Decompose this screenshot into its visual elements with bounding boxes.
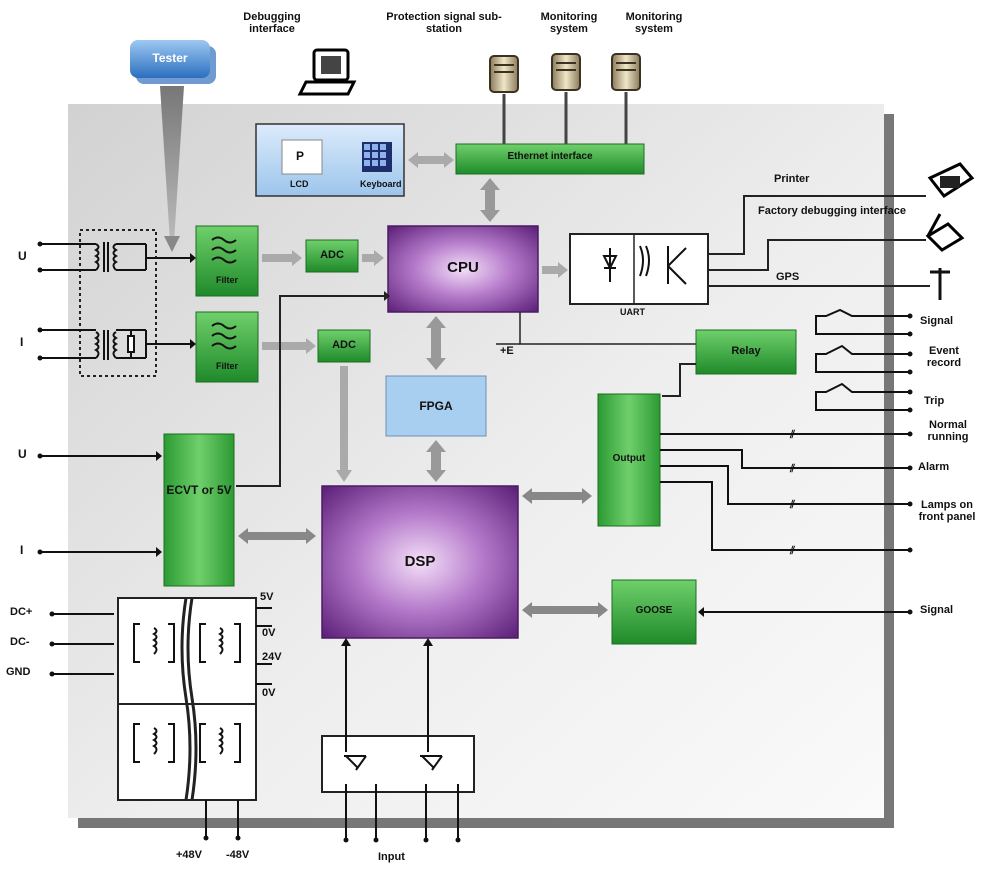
cpu-block: [387, 225, 539, 313]
lamps-label: Lamps on front panel: [918, 499, 976, 523]
protection-signal-label: Protection signal sub-station: [386, 11, 502, 35]
ethernet-interface-box: [455, 143, 645, 175]
svg-text:⫽: ⫽: [789, 463, 796, 475]
gps-label: GPS: [776, 271, 800, 283]
transformer-i-icon: [40, 329, 190, 360]
keyboard-label: Keyboard: [360, 179, 402, 189]
tester-beam-tip: [164, 236, 180, 252]
arrow-ecvt-dsp: [238, 528, 316, 544]
optocoupler-icon: [602, 245, 687, 285]
lcd-screen-text: P: [296, 149, 305, 163]
uart-label: UART: [620, 307, 645, 317]
ethernet-interface-label: Ethernet interface: [507, 151, 593, 162]
signal-top-label: Signal: [920, 315, 954, 327]
dsp-block: [321, 485, 519, 639]
gps-antenna-icon: [930, 268, 950, 300]
goose-block: [611, 579, 697, 645]
transformer-u-icon: [40, 242, 190, 272]
alarm-label: Alarm: [918, 461, 950, 473]
plus-48v-label: +48V: [176, 849, 202, 861]
arrow-fpga-dsp: [426, 440, 446, 482]
fpga-block: [385, 375, 487, 437]
filter-wave-icon-2: [211, 322, 237, 350]
event-record-label: Event record: [926, 345, 962, 369]
plus-e-label: +E: [500, 345, 514, 357]
svg-text:⫽: ⫽: [789, 429, 796, 441]
filter-1-label: Filter: [215, 275, 238, 285]
factory-debugging-label: Factory debugging interface: [758, 205, 906, 217]
relay-contacts: [815, 308, 910, 411]
arrow-dsp-goose: [522, 602, 608, 618]
keyboard-icon: [362, 142, 392, 172]
arrow-ethernet-cpu: [480, 178, 500, 222]
i-bottom-label: I: [20, 543, 24, 557]
monitoring-system-1-label: Monitoring system: [540, 11, 598, 35]
gnd-label: GND: [6, 666, 31, 678]
dc-minus-label: DC-: [10, 636, 30, 648]
lcd-label: LCD: [290, 179, 309, 189]
5v-label: 5V: [260, 591, 274, 603]
svg-text:⫽: ⫽: [789, 499, 796, 511]
svg-text:⫽: ⫽: [789, 545, 796, 557]
adc-1-label: ADC: [320, 249, 344, 261]
arrow-filter1-adc: [262, 250, 302, 266]
relay-label: Relay: [731, 345, 761, 357]
filter-wave-icon-1: [211, 236, 237, 264]
u-top-label: U: [18, 249, 27, 263]
signal-bottom-label: Signal: [920, 604, 954, 616]
input-opto-block: [321, 735, 475, 793]
printer-icon: [927, 162, 975, 199]
arrow-adc1-cpu: [362, 250, 384, 266]
adc-1-block: [305, 239, 359, 273]
printer-label: Printer: [774, 173, 810, 185]
arrow-cpu-uart: [542, 262, 568, 278]
adc-2-label: ADC: [332, 339, 356, 351]
tester-beam: [160, 86, 184, 242]
server-icon-monitoring2: [611, 53, 641, 91]
debugging-interface-label: Debugging interface: [243, 11, 301, 35]
u-bottom-label: U: [18, 447, 27, 461]
arrow-adc2-dsp: [336, 366, 352, 482]
dsp-label: DSP: [404, 553, 436, 570]
dc-plus-label: DC+: [10, 606, 33, 618]
input-optocoupler-icons: [344, 640, 459, 840]
minus-48v-label: -48V: [226, 849, 250, 861]
transformer-box: [79, 229, 157, 377]
output-lines: [660, 433, 910, 551]
relay-block: [695, 329, 797, 375]
server-icon-protection: [489, 55, 519, 93]
input-label: Input: [378, 851, 405, 863]
arrow-dsp-output: [522, 488, 592, 504]
lcd-screen: [281, 139, 323, 175]
arrow-filter2-adc: [262, 338, 316, 354]
factory-laptop-icon: [925, 213, 965, 252]
0v-label-a: 0V: [262, 627, 276, 639]
adc-2-block: [317, 329, 371, 363]
fpga-label: FPGA: [419, 399, 453, 413]
uart-block: [569, 233, 709, 305]
ecvt-cpu-line: [236, 295, 384, 487]
trip-label: Trip: [924, 395, 945, 407]
24v-label: 24V: [262, 651, 282, 663]
server-icon-monitoring1: [551, 53, 581, 91]
ecvt-block: [163, 433, 235, 587]
filter-2-label: Filter: [215, 361, 238, 371]
output-block: [597, 393, 661, 527]
laptop-icon: [297, 48, 357, 96]
ecvt-label: ECVT or 5V: [166, 483, 232, 497]
power-transformer-icons: [133, 623, 241, 763]
tester-box: [130, 40, 210, 78]
goose-label: GOOSE: [635, 605, 673, 616]
i-top-label: I: [20, 335, 24, 349]
cpu-label: CPU: [447, 259, 479, 276]
arrow-cpu-fpga: [426, 316, 446, 370]
0v-label-b: 0V: [262, 687, 276, 699]
normal-running-label: Normal running: [927, 419, 969, 443]
tester-label: Tester: [152, 51, 188, 65]
monitoring-system-2-label: Monitoring system: [625, 11, 683, 35]
arrow-lcd-ethernet: [408, 152, 454, 168]
output-label: Output: [612, 453, 646, 464]
